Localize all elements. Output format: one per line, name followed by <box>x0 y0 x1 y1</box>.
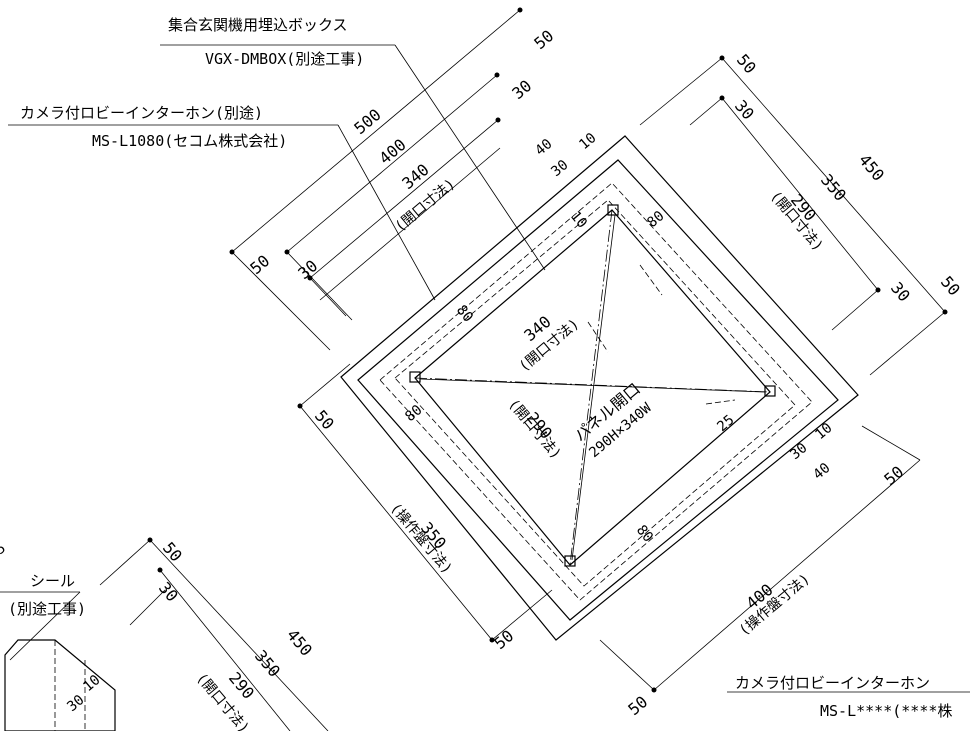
dim-340-top: 340 <box>398 160 432 193</box>
dim-350-sv: 350 <box>251 646 284 680</box>
seal-title: シール <box>30 572 75 590</box>
inner-panel <box>357 159 839 621</box>
dim-50-tr2: 50 <box>937 272 964 299</box>
screw-line-2 <box>587 321 609 353</box>
lobby-title: カメラ付ロビーインターホン(別途) <box>20 104 263 122</box>
dim-500: 500 <box>350 105 384 138</box>
dim-50-bl: 50 <box>311 406 338 433</box>
dim-450-sv: 450 <box>283 625 316 659</box>
dim-50-sv: 50 <box>159 538 186 565</box>
dim-5-sv: 5 <box>0 540 9 558</box>
dims-top-right: 50 30 450 350 290 (開口寸法) 30 50 <box>639 50 964 376</box>
lobby2-title: カメラ付ロビーインターホン <box>735 674 930 692</box>
dim-40-right: 40 <box>810 460 833 483</box>
dim-350-tr: 350 <box>817 170 850 204</box>
screw-line-1 <box>639 264 663 296</box>
dim-10-top: 10 <box>576 130 599 153</box>
dim-30-top2: 30 <box>548 157 571 180</box>
mount-mark-2 <box>607 204 619 216</box>
dim-50-right: 50 <box>880 462 907 489</box>
lobby2-model: MS-L****(****株 <box>820 702 952 720</box>
dim-450-tr: 450 <box>855 150 888 184</box>
outer-plate <box>340 135 859 641</box>
diagonal-2 <box>569 209 613 566</box>
dim-80-inner-1: 80 <box>644 208 667 231</box>
dim-30-tr: 30 <box>731 96 758 123</box>
dim-30-tr2: 30 <box>887 278 914 305</box>
seal-note: (別途工事) <box>8 600 86 618</box>
dim-30-tl: 30 <box>294 256 321 283</box>
lobby-model: MS-L1080(セコム株式会社) <box>92 132 287 150</box>
dim-opening-top: (開口寸法) <box>392 176 458 235</box>
dim-50-top: 50 <box>530 26 557 53</box>
dims-interior: 10 80 80 80 80 340 (開口寸法) 290 (開口寸法) パネル… <box>402 208 737 546</box>
secondary-view: 50 30 450 350 290 (開口寸法) 10 30 5 <box>0 537 329 731</box>
dim-80-inner-2: 80 <box>453 302 476 325</box>
mount-mark-1 <box>409 371 421 383</box>
dmbox-model: VGX-DMBOX(別途工事) <box>205 50 364 68</box>
dim-50-tr: 50 <box>733 50 760 77</box>
dim-50-tl: 50 <box>246 251 273 278</box>
dim-25-inner: 25 <box>714 412 737 435</box>
main-assembly <box>340 135 859 641</box>
mount-mark-4 <box>564 555 576 567</box>
dim-290-sv: 290 <box>225 668 258 702</box>
embed-box-inner <box>394 199 796 587</box>
embed-box-outline <box>379 182 813 601</box>
dim-40-top: 40 <box>532 136 555 159</box>
mount-mark-3 <box>764 385 776 397</box>
leaders <box>0 44 970 693</box>
dim-10-inner: 10 <box>567 208 590 231</box>
dim-30-top: 30 <box>508 76 535 103</box>
dim-80-inner-3: 80 <box>402 402 425 425</box>
arrow-line-horizontal <box>419 378 766 393</box>
dim-30-right: 30 <box>787 440 810 463</box>
dim-80-inner-4: 80 <box>633 522 656 545</box>
dim-30-sv2: 30 <box>64 692 87 715</box>
dim-30-sv: 30 <box>155 578 182 605</box>
arrow-line-vertical <box>571 214 616 561</box>
dim-50-bl2: 50 <box>490 626 517 653</box>
screw-line-3 <box>705 399 736 405</box>
panel-opening <box>414 209 771 566</box>
dim-50-br: 50 <box>624 692 651 719</box>
dim-400: 400 <box>375 135 409 168</box>
dim-10-right: 10 <box>812 420 835 443</box>
dim-10-sv: 10 <box>80 672 103 695</box>
dmbox-title: 集合玄関機用埋込ボックス <box>168 16 348 34</box>
